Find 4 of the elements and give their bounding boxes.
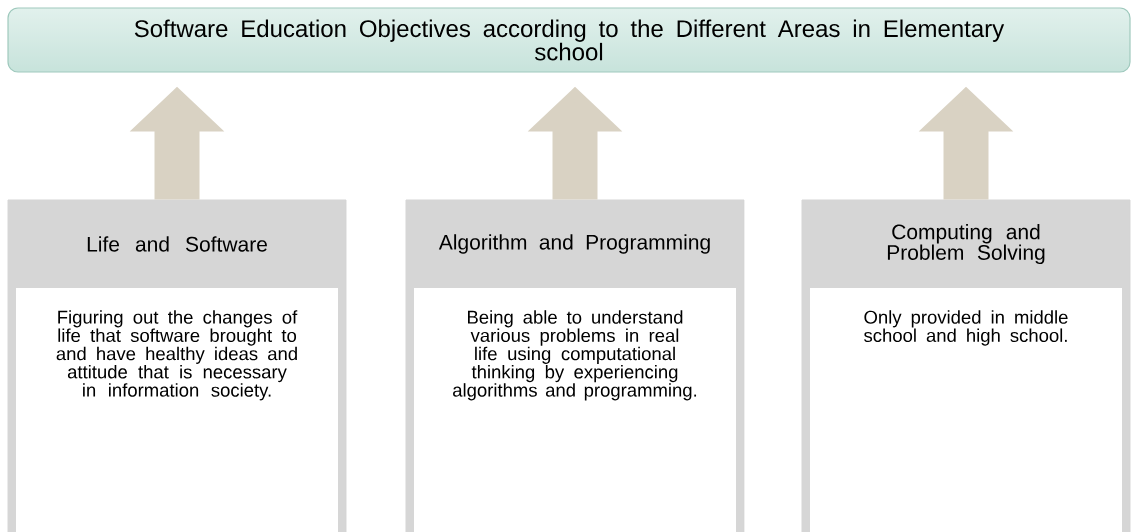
column-panel: Life and Software Figuring out the changes of life that software brought to and have healthy ideas and attitude that is necessary in information society.	[7, 199, 347, 532]
title-banner: Software Education Objectives according to the Different Areas in Elementary school	[7, 7, 1131, 73]
column-panel: Computing and Problem Solving Only provided in middle school and high school.	[801, 199, 1131, 532]
column-panel: Algorithm and Programming Being able to understand various problems in real life using computational thinking by experiencing algorithms and programming.	[405, 199, 745, 532]
